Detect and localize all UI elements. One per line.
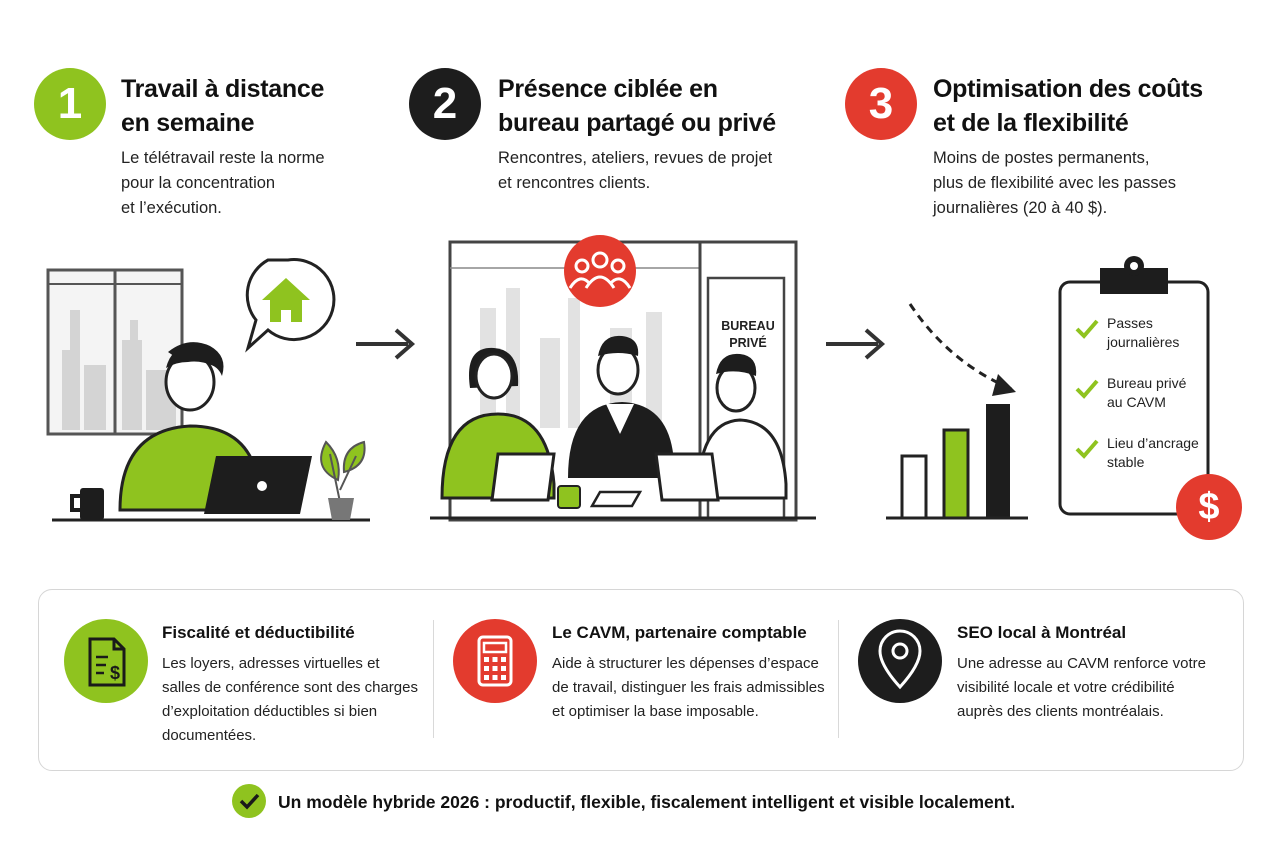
chart-bar <box>900 454 928 520</box>
check-icon <box>1075 379 1099 399</box>
step-2-number: 2 <box>409 68 481 140</box>
arrow-right-icon <box>826 328 886 360</box>
checklist-item: Passes journalières <box>1107 315 1180 350</box>
dollar-icon: $ <box>1176 474 1242 540</box>
benefit-1-text: Les loyers, adresses virtuelles et salle… <box>162 655 418 744</box>
benefit-2-badge <box>453 619 537 703</box>
check-circle-icon <box>232 784 266 818</box>
chart-bar <box>942 428 970 520</box>
divider <box>433 620 434 738</box>
check-icon <box>1075 439 1099 459</box>
location-pin-icon <box>878 629 922 690</box>
step-3-title: Optimisation des coûts et de la flexibil… <box>933 75 1203 137</box>
step-1-description: Le télétravail reste la norme pour la co… <box>121 149 325 217</box>
check-icon <box>1075 319 1099 339</box>
benefit-1-title: Fiscalité et déductibilité <box>162 623 355 642</box>
cost-chart-illustration <box>886 303 1028 520</box>
document-dollar-icon: $ <box>88 637 126 687</box>
divider <box>838 620 839 738</box>
step-3-number: 3 <box>845 68 917 140</box>
benefit-3-badge <box>858 619 942 703</box>
clipboard-illustration <box>1058 256 1210 516</box>
step-2-description: Rencontres, ateliers, revues de projet e… <box>498 149 773 192</box>
benefit-2-text: Aide à structurer les dépenses d’espace … <box>552 655 825 720</box>
home-bubble-icon <box>245 258 336 353</box>
benefits-panel <box>38 589 1244 771</box>
svg-text:$: $ <box>110 663 120 683</box>
office-meeting-illustration <box>430 235 816 522</box>
step-1-title: Travail à distance en semaine <box>121 75 325 137</box>
calculator-icon <box>477 635 513 687</box>
footer-summary: Un modèle hybride 2026 : productif, flex… <box>278 792 1016 812</box>
benefit-3-text: Une adresse au CAVM renforce votre visib… <box>957 655 1207 720</box>
private-office-sign: BUREAU PRIVÉ <box>721 319 775 350</box>
group-icon <box>568 251 632 289</box>
step-1-number: 1 <box>34 68 106 140</box>
benefit-2-title: Le CAVM, partenaire comptable <box>552 623 807 642</box>
arrow-right-icon <box>356 328 416 360</box>
benefit-1-badge: $ <box>64 619 148 703</box>
step-2-title: Présence ciblée en bureau partagé ou pri… <box>498 75 776 137</box>
checklist-item: Bureau privé au CAVM <box>1107 375 1187 410</box>
checklist-item: Lieu d’ancrage stable <box>1107 435 1199 470</box>
benefit-3-title: SEO local à Montréal <box>957 623 1127 642</box>
remote-work-illustration <box>46 258 370 522</box>
step-3-description: Moins de postes permanents, plus de flex… <box>933 149 1177 217</box>
chart-bar <box>986 404 1010 518</box>
